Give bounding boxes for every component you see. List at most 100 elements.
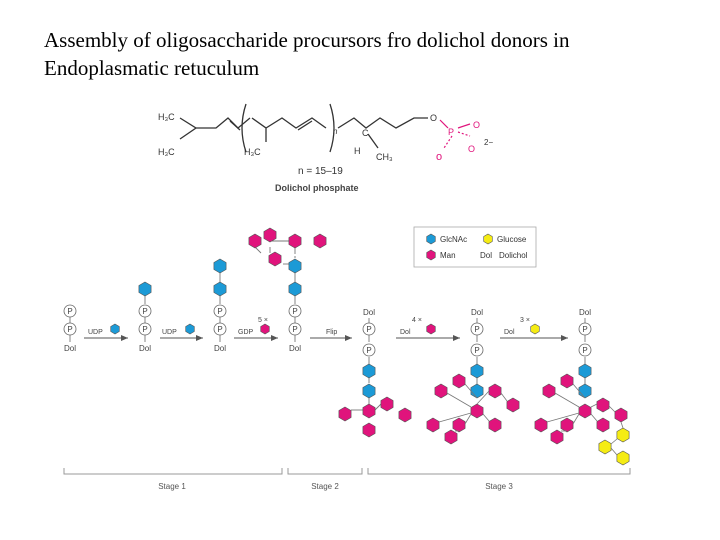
glcnac-hexagon [213, 281, 227, 297]
dol-label: Dol [64, 344, 76, 353]
dol-label: Dol [214, 344, 226, 353]
phosphate-label: P [582, 325, 587, 334]
man-hexagon [470, 403, 484, 419]
man-hexagon [426, 417, 440, 433]
phosphate-circle [362, 343, 376, 357]
man-hexagon [313, 233, 327, 249]
glcnac-hexagon [138, 281, 152, 297]
flip-label: Flip [326, 329, 337, 336]
phosphate-label: P [67, 325, 72, 334]
phosphate-circle [63, 304, 77, 318]
dolichol-phosphate-label: Dolichol phosphate [275, 183, 359, 193]
man-hexagon [248, 233, 262, 249]
phosphate-circle [138, 304, 152, 318]
stage3-label: Stage 3 [485, 482, 513, 491]
man-hexagon [488, 383, 502, 399]
phosphate-circle [470, 343, 484, 357]
hydrogen-label: H [354, 146, 361, 156]
man-hexagon [596, 397, 610, 413]
man-hexagon [550, 429, 564, 445]
man-hexagon [596, 417, 610, 433]
phosphate-circle [213, 322, 227, 336]
dolichol-phosphate-structure: H₃C H₃C H₃C n C H CH₃ O P O O o 2− n = 1… [158, 103, 493, 193]
man-hexagon [338, 406, 352, 422]
man-hexagon [578, 403, 592, 419]
legend-glcnac-label: GlcNAc [440, 235, 467, 244]
legend-glcnac-hexagon [426, 233, 436, 245]
dol-label: Dol [579, 308, 591, 317]
phosphate-label: P [366, 346, 371, 355]
glucose-hexagon [598, 439, 612, 455]
stage2-bracket [287, 468, 363, 475]
dol-label: Dol [289, 344, 301, 353]
man-hexagon [362, 422, 376, 438]
phosphorus-label: P [448, 127, 454, 137]
man-hexagon [268, 251, 282, 267]
gdp-label: GDP [238, 329, 254, 336]
phosphate-circle [470, 322, 484, 336]
phosphate-label: P [67, 307, 72, 316]
man-hexagon [288, 233, 302, 249]
glcnac-hexagon [288, 281, 302, 297]
phosphate-circle [578, 322, 592, 336]
glcnac-hexagon [288, 258, 302, 274]
man-hexagon [452, 373, 466, 389]
glcnac-hexagon [470, 363, 484, 379]
slide-title: Assembly of oligosaccharide procursors f… [44, 26, 684, 82]
glucose-hexagon [616, 450, 630, 466]
man-hexagon [542, 383, 556, 399]
man-hexagon [560, 373, 574, 389]
phosphate-circle [288, 304, 302, 318]
phosphate-label: P [582, 346, 587, 355]
man-hexagon [506, 397, 520, 413]
stage1-bracket [63, 468, 283, 475]
phosphate-label: P [474, 346, 479, 355]
man-hexagon [263, 227, 277, 243]
phosphate-label: P [292, 307, 297, 316]
title-line-2: Endoplasmatic retuculum [44, 56, 260, 80]
dol-label-arrow-1: Dol [400, 329, 411, 336]
legend: GlcNAc Glucose Man Dol Dolichol [413, 226, 537, 268]
legend-dol-full: Dolichol [499, 251, 528, 260]
legend-man-label: Man [440, 251, 456, 260]
glucose-on-arrow [530, 323, 540, 335]
legend-box [413, 226, 537, 268]
phosphate-circle [63, 322, 77, 336]
phosphate-label: P [366, 325, 371, 334]
man-hexagon [452, 417, 466, 433]
oxygen-bottom-label: O [468, 144, 475, 154]
n-subscript: n [333, 127, 338, 136]
phosphate-label: P [292, 325, 297, 334]
oxygen-label: O [430, 113, 437, 123]
stage1-label: Stage 1 [158, 482, 186, 491]
legend-glucose-hexagon [483, 233, 493, 245]
man-hexagon [560, 417, 574, 433]
man-hexagon [488, 417, 502, 433]
carbon-label: C [362, 128, 369, 138]
dol-label: Dol [471, 308, 483, 317]
five-x-label: 5 × [258, 317, 268, 324]
glcnac-hexagon [213, 258, 227, 274]
legend-man-hexagon [426, 249, 436, 261]
glcnac-on-arrow-2 [185, 323, 195, 335]
ch3-label: CH₃ [376, 152, 393, 162]
man-hexagon [380, 396, 394, 412]
phosphate-label: P [474, 325, 479, 334]
three-x-label: 3 × [520, 317, 530, 324]
legend-dol-abbr: Dol [480, 251, 492, 260]
man-on-arrow-dol [426, 323, 436, 335]
phosphate-label: P [217, 307, 222, 316]
man-hexagon [534, 417, 548, 433]
h3c-label-bottom: H₃C [158, 147, 175, 157]
n-range-label: n = 15–19 [298, 166, 343, 177]
man-on-arrow [260, 323, 270, 335]
man-hexagon [398, 407, 412, 423]
udp-label-1: UDP [88, 329, 103, 336]
man-hexagon [444, 429, 458, 445]
phosphate-circle [362, 322, 376, 336]
dol-label: Dol [139, 344, 151, 353]
glcnac-hexagon [470, 383, 484, 399]
dol-label: Dol [363, 308, 375, 317]
phosphate-circle [578, 343, 592, 357]
